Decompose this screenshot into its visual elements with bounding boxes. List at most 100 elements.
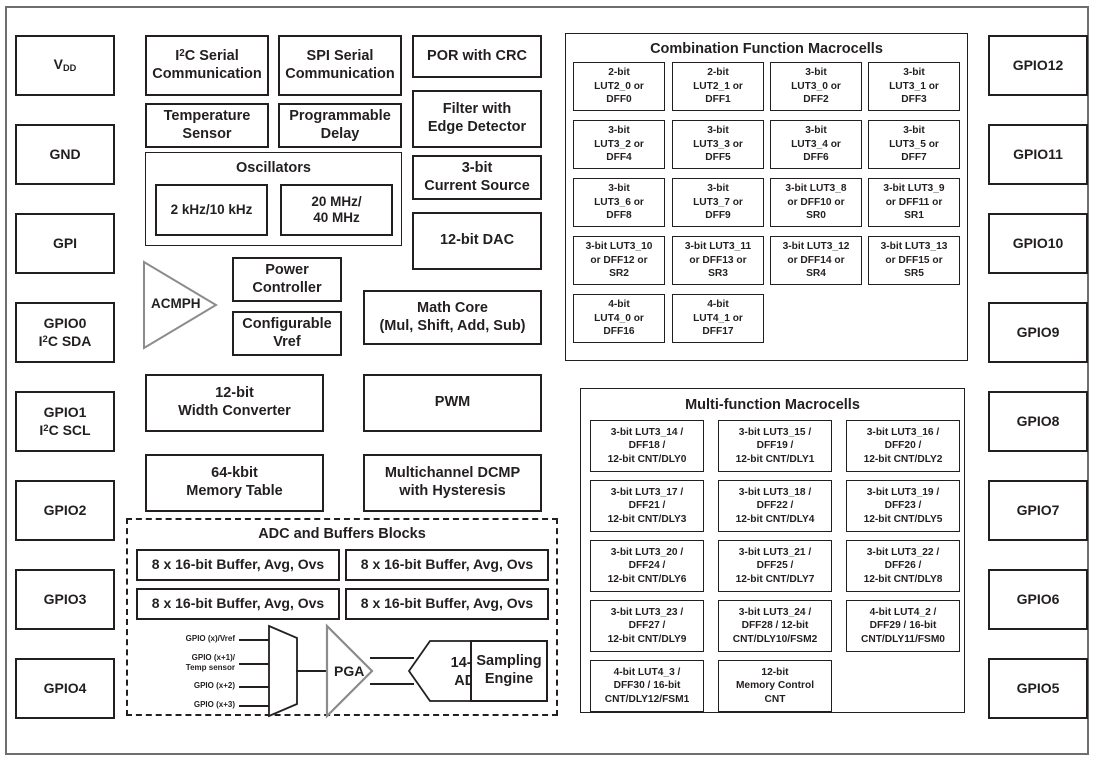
mfcell-lut3-18[interactable]: 3-bit LUT3_18 /DFF22 /12-bit CNT/DLY4 [718,480,832,532]
block-pwm[interactable]: PWM [363,374,542,432]
pin-label: GPIO6 [1016,590,1060,607]
macrocell-label: 3-bit LUT3_23 /DFF27 /12-bit CNT/DLY9 [607,606,687,645]
mfcell-lut3-17[interactable]: 3-bit LUT3_17 /DFF21 /12-bit CNT/DLY3 [590,480,704,532]
mfcell-lut3-15[interactable]: 3-bit LUT3_15 /DFF19 /12-bit CNT/DLY1 [718,420,832,472]
macrocell-label: 3-bit LUT3_18 /DFF22 /12-bit CNT/DLY4 [735,486,815,525]
pin-gpio6[interactable]: GPIO6 [988,569,1088,630]
pin-gpio12[interactable]: GPIO12 [988,35,1088,96]
pin-gpio5[interactable]: GPIO5 [988,658,1088,719]
pin-gpio11[interactable]: GPIO11 [988,124,1088,185]
block-por-with-crc[interactable]: POR with CRC [412,35,542,78]
block-math-core[interactable]: Math Core(Mul, Shift, Add, Sub) [363,290,542,345]
mux-input-label-0: GPIO (x)/Vref [185,634,235,643]
macrocell-label: 3-bit LUT3_19 /DFF23 /12-bit CNT/DLY5 [863,486,943,525]
pga-label: PGA [334,663,365,679]
buffer-block-3[interactable]: 8 x 16-bit Buffer, Avg, Ovs [345,588,549,620]
pga-to-adc-wire-top [370,657,414,659]
mfcell-lut3-16[interactable]: 3-bit LUT3_16 /DFF20 /12-bit CNT/DLY2 [846,420,960,472]
buffer-block-2[interactable]: 8 x 16-bit Buffer, Avg, Ovs [136,588,340,620]
pin-gpi[interactable]: GPI [15,213,115,274]
pin-gpio8[interactable]: GPIO8 [988,391,1088,452]
pin-vdd[interactable]: VDD [15,35,115,96]
buffer-block-0[interactable]: 8 x 16-bit Buffer, Avg, Ovs [136,549,340,581]
pga-triangle-icon[interactable] [284,623,374,719]
macrocell-label: 3-bit LUT3_22 /DFF26 /12-bit CNT/DLY8 [863,546,943,585]
mfcell-lut3-19[interactable]: 3-bit LUT3_19 /DFF23 /12-bit CNT/DLY5 [846,480,960,532]
block-oscillator-high-freq[interactable]: 20 MHz/40 MHz [280,184,393,236]
block-label: Math Core(Mul, Shift, Add, Sub) [379,299,526,334]
acmph-label: ACMPH [151,296,201,311]
mux-to-pga-wire [296,670,328,672]
mfcell-lut3-22[interactable]: 3-bit LUT3_22 /DFF26 /12-bit CNT/DLY8 [846,540,960,592]
pin-gpio7[interactable]: GPIO7 [988,480,1088,541]
analog-mux-icon[interactable] [268,624,298,718]
pin-gpio9[interactable]: GPIO9 [988,302,1088,363]
pin-gnd[interactable]: GND [15,124,115,185]
pin-gpio4[interactable]: GPIO4 [15,658,115,719]
pin-gpio3[interactable]: GPIO3 [15,569,115,630]
mfcell-lut3-14[interactable]: 3-bit LUT3_14 /DFF18 /12-bit CNT/DLY0 [590,420,704,472]
buffer-block-1[interactable]: 8 x 16-bit Buffer, Avg, Ovs [345,549,549,581]
pin-label: GPIO5 [1016,679,1060,696]
group-title-combination-macrocells: Combination Function Macrocells [650,41,883,57]
acmph-triangle-icon[interactable] [140,258,220,352]
pin-label: GPIO12 [1012,56,1064,73]
mfcell-lut3-23[interactable]: 3-bit LUT3_23 /DFF27 /12-bit CNT/DLY9 [590,600,704,652]
pin-label: GPIO2 [43,501,87,518]
block-oscillator-low-freq[interactable]: 2 kHz/10 kHz [155,184,268,236]
pin-label: GPI [52,234,78,251]
mfcell-lut3-21[interactable]: 3-bit LUT3_21 /DFF25 /12-bit CNT/DLY7 [718,540,832,592]
pin-label: GPIO4 [43,679,87,696]
block-12bit-dac[interactable]: 12-bit DAC [412,212,542,270]
pin-gpio2[interactable]: GPIO2 [15,480,115,541]
macrocell-label: 3-bit LUT3_14 /DFF18 /12-bit CNT/DLY0 [607,426,687,465]
mfcell-lut3-20[interactable]: 3-bit LUT3_20 /DFF24 /12-bit CNT/DLY6 [590,540,704,592]
pin-gpio10[interactable]: GPIO10 [988,213,1088,274]
